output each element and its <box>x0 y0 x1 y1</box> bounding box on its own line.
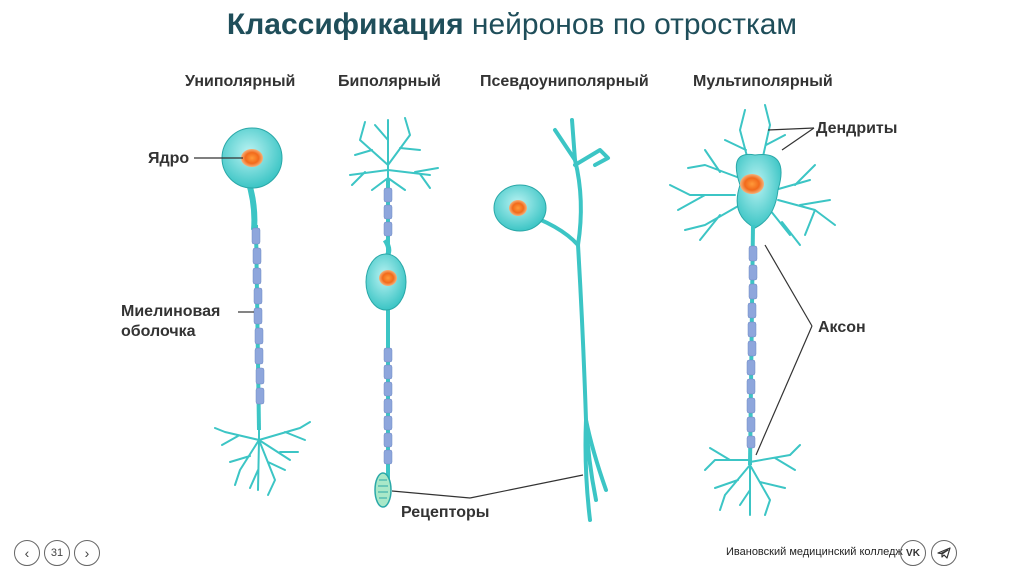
college-name: Ивановский медицинский колледж <box>726 546 903 558</box>
prev-slide-button[interactable]: ‹ <box>14 540 40 566</box>
next-slide-button[interactable]: › <box>74 540 100 566</box>
bipolar-neuron <box>349 117 439 508</box>
dendrites-label: Дендриты <box>816 120 897 137</box>
multipolar-neuron <box>669 104 836 516</box>
chevron-left-icon: ‹ <box>24 545 30 561</box>
receptors-label: Рецепторы <box>401 504 489 521</box>
slide-title: Классификация нейронов по отросткам <box>0 8 1024 42</box>
page-number: 31 <box>44 540 70 566</box>
column-title-multipolar: Мультиполярный <box>693 73 833 90</box>
myelin-label-line1: Миелиновая <box>121 303 220 320</box>
column-title-pseudounipolar: Псевдоуниполярный <box>480 73 649 90</box>
pseudounipolar-neuron <box>493 118 610 522</box>
nucleus-label: Ядро <box>148 150 189 167</box>
column-title-bipolar: Биполярный <box>338 73 441 90</box>
axon-label: Аксон <box>818 319 866 336</box>
telegram-share-button[interactable] <box>931 540 957 566</box>
title-bold: Классификация <box>226 8 464 41</box>
vk-share-button[interactable]: VK <box>900 540 926 566</box>
title-rest: нейронов по отросткам <box>463 8 798 41</box>
myelin-label-line2: оболочка <box>121 323 196 340</box>
unipolar-neuron <box>214 127 311 496</box>
telegram-icon <box>937 547 951 559</box>
chevron-right-icon: › <box>84 545 90 561</box>
column-title-unipolar: Униполярный <box>185 73 295 90</box>
